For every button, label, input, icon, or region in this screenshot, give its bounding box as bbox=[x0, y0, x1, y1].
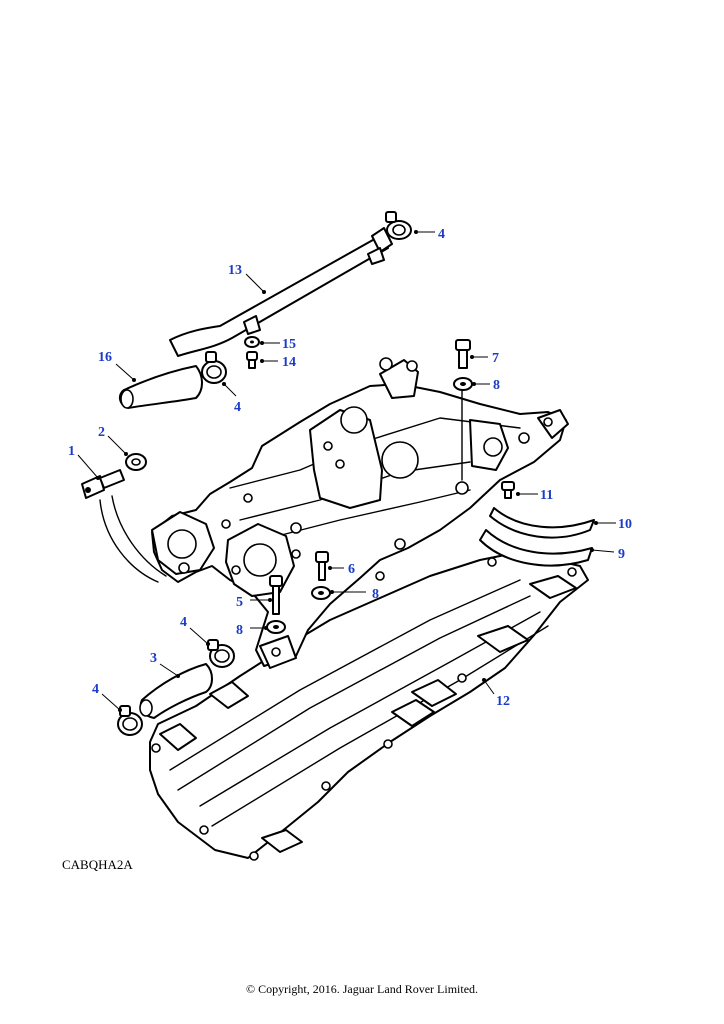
callout-2: 2 bbox=[98, 425, 105, 440]
callout-9: 9 bbox=[618, 547, 625, 562]
callout-16: 16 bbox=[98, 350, 112, 365]
diagram-code: CABQHA2A bbox=[62, 857, 133, 872]
washer-part-15 bbox=[244, 336, 260, 348]
gasket-part-12 bbox=[149, 551, 589, 861]
washer-part-2 bbox=[125, 453, 147, 471]
hose-part-3 bbox=[139, 663, 213, 719]
callout-5: 5 bbox=[236, 595, 243, 610]
callout-4-mid: 4 bbox=[234, 400, 241, 415]
hose-clip-part-4-lower bbox=[207, 639, 235, 668]
callout-8-low: 8 bbox=[236, 623, 243, 638]
hose-clip-part-4-top bbox=[385, 211, 412, 240]
callout-8-mid: 8 bbox=[372, 587, 379, 602]
sensor-part-1 bbox=[81, 469, 125, 499]
bolt-part-7 bbox=[455, 339, 471, 369]
callout-14: 14 bbox=[282, 355, 296, 370]
callout-4-lower: 4 bbox=[180, 615, 187, 630]
leader-lines bbox=[77, 230, 616, 712]
seal-part-10 bbox=[489, 507, 595, 539]
callout-13: 13 bbox=[228, 263, 242, 278]
callout-6: 6 bbox=[348, 562, 355, 577]
callout-4-bottom: 4 bbox=[92, 682, 99, 697]
washer-part-8-mid bbox=[311, 586, 331, 600]
bolt-part-6 bbox=[315, 551, 329, 581]
callout-labels: 1 2 3 4 4 4 4 5 6 7 8 8 8 9 10 11 12 13 … bbox=[68, 227, 632, 709]
callout-12: 12 bbox=[496, 694, 510, 709]
hose-part-16 bbox=[118, 365, 203, 409]
bolt-part-14 bbox=[246, 351, 258, 369]
washer-part-8-top bbox=[453, 377, 473, 391]
callout-1: 1 bbox=[68, 444, 75, 459]
bolt-part-11 bbox=[501, 481, 515, 499]
callout-11: 11 bbox=[540, 488, 553, 503]
washer-part-8-low bbox=[266, 620, 286, 634]
callout-8-top: 8 bbox=[493, 378, 500, 393]
callout-7: 7 bbox=[492, 351, 499, 366]
callout-15: 15 bbox=[282, 337, 296, 352]
bolt-part-5 bbox=[269, 575, 283, 615]
hose-clip-part-4-mid bbox=[201, 351, 227, 384]
sensor-wire-2 bbox=[111, 495, 167, 577]
callout-4-top: 4 bbox=[438, 227, 445, 242]
seal-part-9 bbox=[479, 529, 593, 567]
copyright-notice: © Copyright, 2016. Jaguar Land Rover Lim… bbox=[245, 982, 479, 996]
coolant-pipe-part-13 bbox=[169, 227, 393, 357]
sensor-wire bbox=[99, 499, 159, 583]
callout-3: 3 bbox=[150, 651, 157, 666]
callout-10: 10 bbox=[618, 517, 632, 532]
